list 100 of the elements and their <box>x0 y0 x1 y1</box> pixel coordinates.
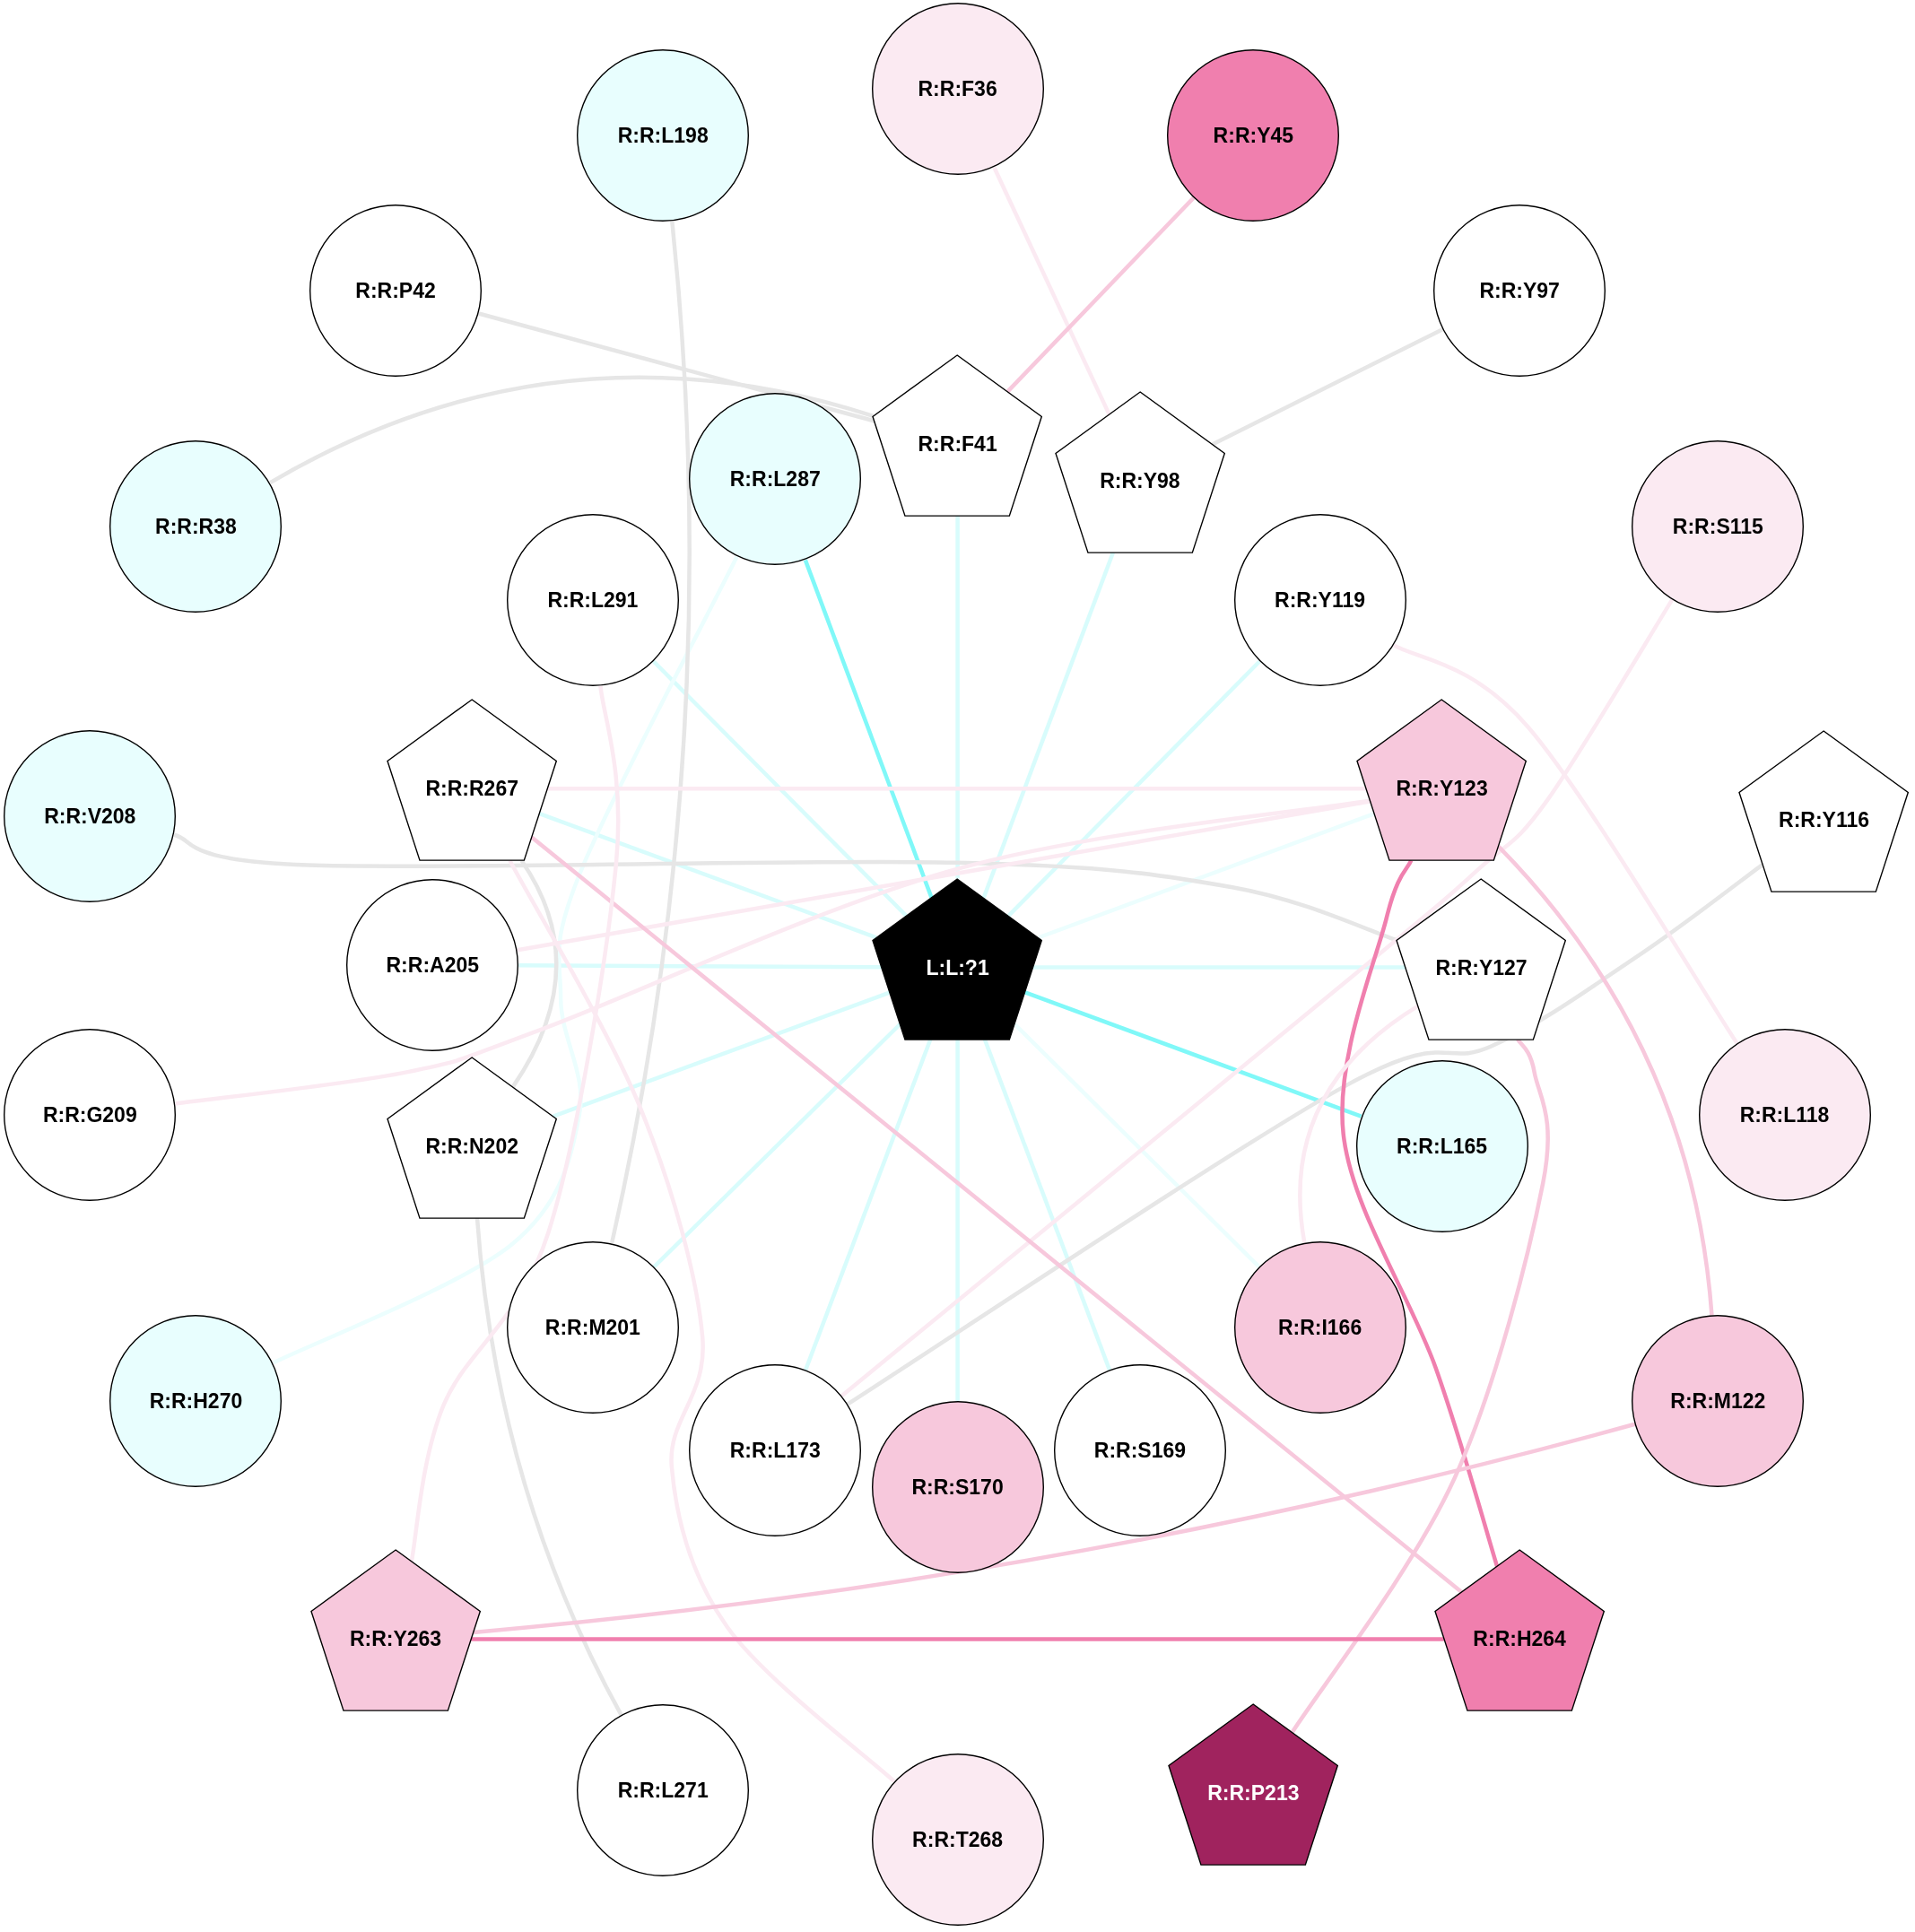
residue-circle <box>506 514 679 687</box>
residue-label: R:R:H270 <box>148 1388 244 1414</box>
residue-label: R:R:L291 <box>546 587 640 614</box>
residue-circle <box>689 393 862 566</box>
residue-circle <box>4 1029 177 1202</box>
interaction-line <box>473 1422 1636 1635</box>
residue-circle <box>1053 1364 1226 1537</box>
interaction-line <box>982 1038 1112 1371</box>
interaction-line <box>1005 196 1196 393</box>
residue-circle <box>1233 514 1406 687</box>
residue-label: R:R:S169 <box>1092 1438 1188 1464</box>
residue-label: R:R:L118 <box>1738 1102 1831 1128</box>
residue-pentagon <box>310 1550 481 1711</box>
interaction-line <box>1038 812 1376 940</box>
residue-circle <box>1167 49 1340 222</box>
residue-pentagon <box>1357 700 1527 861</box>
interaction-line <box>272 555 739 1365</box>
residue-pentagon <box>1739 730 1909 892</box>
interaction-line <box>175 798 1371 1106</box>
interaction-line <box>508 859 896 1783</box>
interaction-line <box>471 1637 1444 1641</box>
residue-label: R:R:Y123 <box>1395 776 1489 802</box>
residue-label: R:R:Y119 <box>1274 587 1367 614</box>
residue-label: R:R:Y98 <box>1099 467 1181 493</box>
residue-label: L:L:?1 <box>925 954 990 980</box>
residue-label: R:R:L271 <box>616 1778 709 1804</box>
interaction-line <box>1006 659 1261 918</box>
interaction-line <box>547 787 1367 791</box>
residue-circle <box>309 205 483 378</box>
interaction-line <box>269 375 875 485</box>
residue-label: R:R:N202 <box>424 1133 519 1159</box>
residue-pentagon <box>873 354 1042 516</box>
residue-label: R:R:Y97 <box>1478 278 1561 304</box>
residue-label: R:R:L173 <box>728 1438 822 1464</box>
residue-circle <box>871 1754 1044 1927</box>
residue-circle <box>1632 1315 1805 1488</box>
residue-label: R:R:A205 <box>385 952 481 978</box>
residue-label: R:R:Y45 <box>1212 123 1295 149</box>
interaction-line <box>804 1038 933 1371</box>
residue-circle <box>506 1240 679 1414</box>
residue-label: R:R:L165 <box>1396 1133 1489 1159</box>
residue-pentagon <box>873 878 1042 1040</box>
residue-label: R:R:Y127 <box>1434 954 1528 980</box>
residue-pentagon <box>1169 1704 1338 1866</box>
interaction-line <box>1298 1004 1420 1243</box>
residue-label: R:R:R38 <box>154 513 238 539</box>
interaction-line <box>609 221 692 1244</box>
residue-circle <box>109 439 283 613</box>
residue-circle <box>109 1315 283 1488</box>
residue-circle <box>577 49 750 222</box>
interaction-line <box>992 166 1111 415</box>
interaction-line <box>1497 845 1714 1316</box>
interaction-line <box>803 559 934 899</box>
residue-pentagon <box>1435 1550 1605 1711</box>
residue-circle <box>4 729 177 902</box>
residue-label: R:R:S115 <box>1671 513 1764 539</box>
interaction-line <box>530 835 1464 1594</box>
residue-label: R:R:P213 <box>1206 1780 1301 1806</box>
residue-pentagon <box>387 700 557 861</box>
interaction-line <box>651 659 909 918</box>
residue-label: R:R:H264 <box>1472 1626 1567 1652</box>
interaction-line <box>478 311 875 423</box>
interaction-line <box>1032 965 1406 970</box>
residue-label: R:R:F36 <box>917 75 998 101</box>
interaction-line <box>1024 990 1362 1118</box>
residue-label: R:R:V208 <box>43 803 137 829</box>
interaction-line <box>510 859 559 1089</box>
residue-circle <box>871 1401 1044 1574</box>
interaction-line <box>1340 859 1500 1568</box>
residue-label: R:R:Y263 <box>348 1626 443 1652</box>
residue-label: R:R:I166 <box>1276 1314 1363 1340</box>
residue-label: R:R:M201 <box>544 1314 641 1340</box>
interaction-line <box>538 811 877 940</box>
interaction-line <box>1211 327 1444 447</box>
residue-circle <box>1433 205 1606 378</box>
residue-circle <box>689 1364 862 1537</box>
residue-pentagon <box>1055 391 1225 553</box>
residue-label: R:R:M122 <box>1669 1388 1767 1414</box>
interaction-line <box>409 685 621 1562</box>
interaction-line <box>1392 643 1739 1045</box>
residue-label: R:R:G209 <box>41 1102 138 1128</box>
residue-circle <box>577 1704 750 1877</box>
residue-label: R:R:L198 <box>616 123 709 149</box>
residue-label: R:R:Y116 <box>1778 806 1870 832</box>
interaction-line <box>518 963 883 970</box>
residue-pentagon <box>387 1057 557 1218</box>
interaction-line <box>172 832 1398 943</box>
residue-label: R:R:T268 <box>911 1827 1005 1853</box>
interaction-line <box>552 990 892 1118</box>
interaction-line <box>955 515 960 879</box>
interaction-line <box>1013 1023 1261 1268</box>
interaction-line <box>1290 1038 1550 1734</box>
residue-circle <box>1632 439 1805 613</box>
residue-label: R:R:S170 <box>910 1475 1005 1501</box>
interaction-line <box>955 1039 960 1402</box>
interaction-line <box>474 1217 623 1717</box>
residue-circle <box>871 2 1044 175</box>
residue-pentagon <box>1397 878 1566 1040</box>
interaction-line <box>840 598 1675 1397</box>
residue-circle <box>1355 1059 1528 1232</box>
